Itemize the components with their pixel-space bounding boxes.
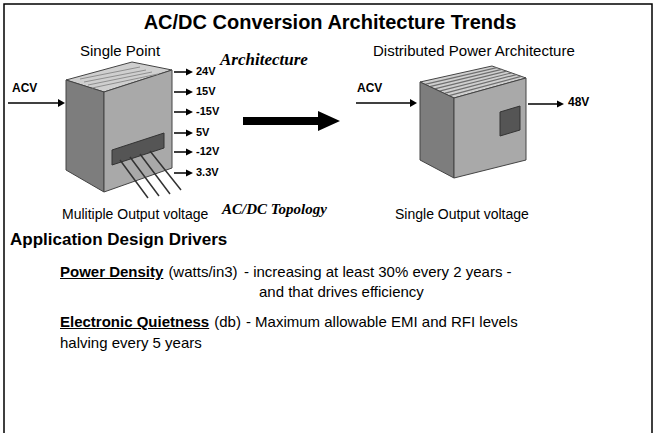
- supply-right-face: [454, 78, 526, 178]
- output-voltage: 15V: [196, 85, 216, 98]
- unit-caption: Single Output voltage: [395, 206, 529, 222]
- input-arrow-line: [356, 102, 410, 104]
- input-arrow-head: [58, 99, 65, 107]
- output-arrow-head: [557, 101, 564, 108]
- input-arrow-line: [8, 102, 58, 104]
- supply-left-face: [66, 80, 104, 192]
- supply-left-face: [420, 82, 454, 178]
- driver-line: Electronic Quietness(db)- Maximum allowa…: [60, 311, 530, 353]
- architecture-arrow: [243, 111, 340, 131]
- output-arrow-head: [186, 149, 193, 156]
- driver-note: - increasing at least 30% every 2 years …: [244, 262, 524, 302]
- driver-line: Power Density (watts/in3): [60, 262, 238, 282]
- slide-frame: [4, 4, 652, 433]
- supply-right-face: [104, 70, 172, 192]
- terminal-block: [500, 106, 520, 136]
- driver-unit: (db): [214, 313, 241, 330]
- output-voltage: -15V: [196, 105, 219, 118]
- output-arrow-line: [528, 103, 557, 105]
- output-voltage: 3.3V: [196, 166, 219, 179]
- power-supply-unit: Distributed Power ArchitectureSingle Out…: [340, 68, 602, 200]
- vent-lines: [80, 67, 158, 88]
- output-voltage: 24V: [196, 65, 216, 78]
- unit-caption: Mulitiple Output voltage: [62, 206, 208, 222]
- driver-name: Electronic Quietness: [60, 313, 209, 330]
- input-arrow-head: [410, 99, 417, 107]
- input-label: ACV: [357, 82, 382, 96]
- unit-heading: Distributed Power Architecture: [373, 42, 575, 59]
- output-voltage: 5V: [196, 126, 209, 139]
- unit-heading: Single Point: [80, 42, 160, 59]
- architecture-label: Architecture: [220, 50, 308, 70]
- input-label: ACV: [12, 82, 37, 96]
- output-arrow-lines: [174, 72, 186, 173]
- driver-name: Power Density: [60, 263, 163, 280]
- output-arrow-head: [186, 69, 193, 76]
- power-supply-unit: Single PointMulitiple Output voltage: [55, 68, 243, 200]
- output-wires: [120, 151, 181, 198]
- slide-title: AC/DC Conversion Architecture Trends: [0, 11, 660, 34]
- output-voltage: -12V: [196, 145, 219, 158]
- output-arrow-head: [186, 109, 193, 116]
- output-voltage: 48V: [568, 96, 589, 110]
- output-arrow-head: [186, 89, 193, 96]
- output-arrow-head: [186, 130, 193, 137]
- driver-unit: (watts/in3): [168, 263, 237, 280]
- output-arrow-head: [186, 170, 193, 177]
- topology-label: AC/DC Topology: [222, 201, 327, 218]
- section-heading: Application Design Drivers: [10, 230, 227, 250]
